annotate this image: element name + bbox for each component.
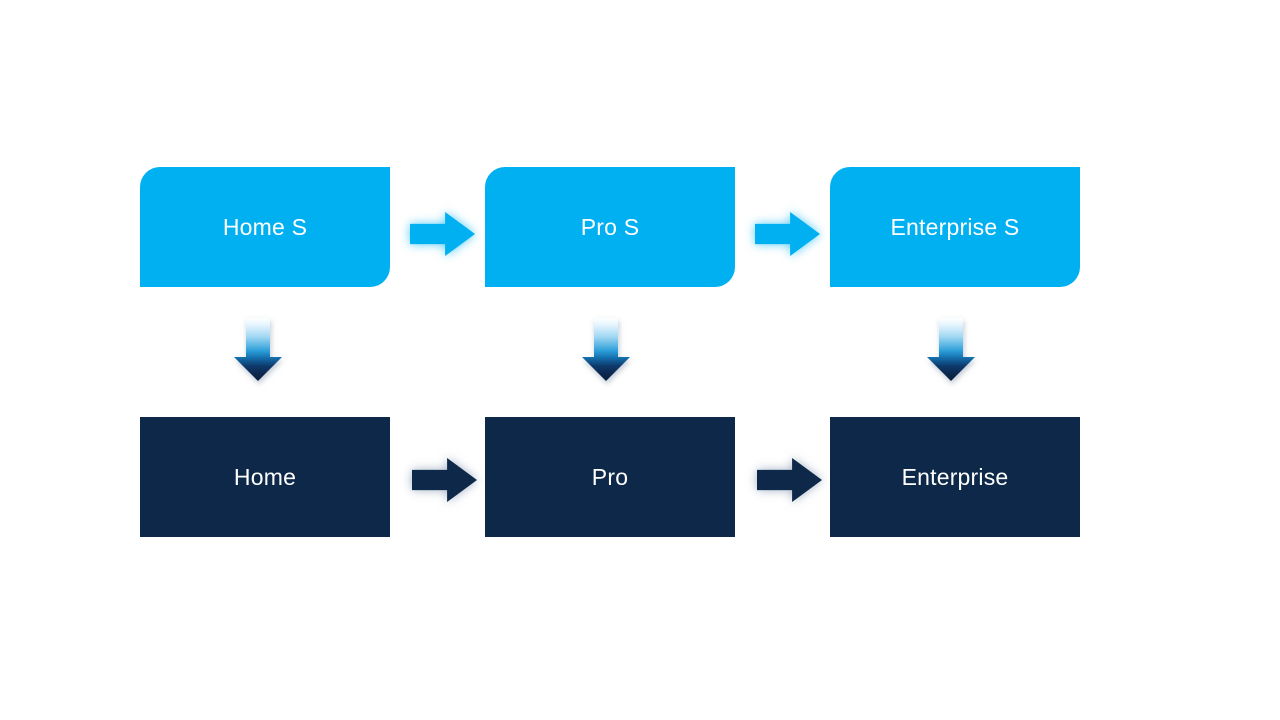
right-arrow-dark-2-shape <box>757 458 822 502</box>
down-arrow-1-icon <box>234 318 282 381</box>
right-arrow-dark-1-shape <box>412 458 477 502</box>
right-arrow-light-2-icon <box>755 212 820 256</box>
right-arrow-light-1-shape <box>410 212 475 256</box>
down-arrow-3-shape <box>927 318 975 381</box>
top-node-pro-s-label: Pro S <box>580 213 640 240</box>
top-node-enterprise-s: Enterprise S <box>830 167 1080 287</box>
right-arrow-light-2-shape <box>755 212 820 256</box>
down-arrow-3-icon <box>927 318 975 381</box>
down-arrow-1-shape <box>234 318 282 381</box>
down-arrow-2-icon <box>582 318 630 381</box>
right-arrow-light-1-icon <box>410 212 475 256</box>
top-node-home-s: Home S <box>140 167 390 287</box>
top-node-pro-s: Pro S <box>485 167 735 287</box>
bottom-node-home-label: Home <box>233 463 297 490</box>
bottom-node-pro-label: Pro <box>591 463 629 490</box>
top-node-home-s-label: Home S <box>222 213 308 240</box>
bottom-node-enterprise: Enterprise <box>830 417 1080 537</box>
right-arrow-dark-1-icon <box>412 458 477 502</box>
top-node-enterprise-s-label: Enterprise S <box>890 213 1020 240</box>
bottom-node-home: Home <box>140 417 390 537</box>
bottom-node-pro: Pro <box>485 417 735 537</box>
down-arrow-2-shape <box>582 318 630 381</box>
right-arrow-dark-2-icon <box>757 458 822 502</box>
bottom-node-enterprise-label: Enterprise <box>901 463 1009 490</box>
